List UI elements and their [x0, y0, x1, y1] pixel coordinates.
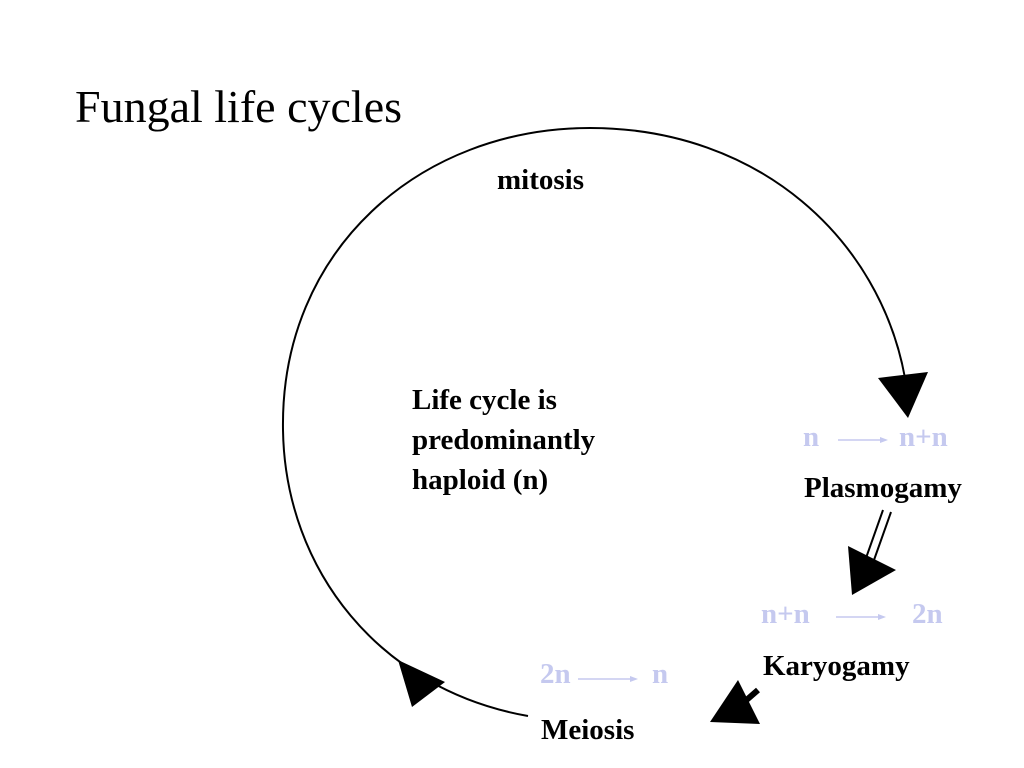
mitosis-label: mitosis [497, 164, 584, 196]
center-description: Life cycle is predominantly haploid (n) [412, 380, 595, 500]
plasmogamy-arrow-shaft-a [865, 509, 884, 559]
karyogamy-label: Karyogamy [763, 650, 910, 682]
arrowhead-to-plasmogamy-icon [878, 372, 928, 418]
arrowhead-to-karyogamy-icon [848, 546, 896, 595]
arrowhead-to-meiosis-icon [710, 680, 760, 724]
plasmogamy-to-ploidy: n+n [899, 421, 948, 453]
center-text-line-3: haploid (n) [412, 464, 549, 496]
plasmogamy-arrow-shaft-b [873, 511, 892, 561]
center-text-line-2: predominantly [412, 424, 596, 456]
meiosis-to-ploidy: n [652, 658, 669, 690]
center-text-line-1: Life cycle is [412, 384, 557, 416]
meiosis-ploidy-arrowhead-icon [630, 676, 638, 682]
plasmogamy-from-ploidy: n [803, 421, 820, 453]
meiosis-label: Meiosis [541, 714, 635, 746]
karyogamy-ploidy-arrowhead-icon [878, 614, 886, 620]
life-cycle-arc [281, 126, 906, 717]
arrowhead-on-cycle-icon [398, 660, 445, 707]
karyogamy-from-ploidy: n+n [761, 598, 810, 630]
page-title: Fungal life cycles [75, 81, 403, 132]
meiosis-from-ploidy: 2n [540, 658, 571, 690]
karyogamy-to-ploidy: 2n [912, 598, 943, 630]
plasmogamy-label: Plasmogamy [804, 472, 962, 504]
plasmogamy-ploidy-arrowhead-icon [880, 437, 888, 443]
